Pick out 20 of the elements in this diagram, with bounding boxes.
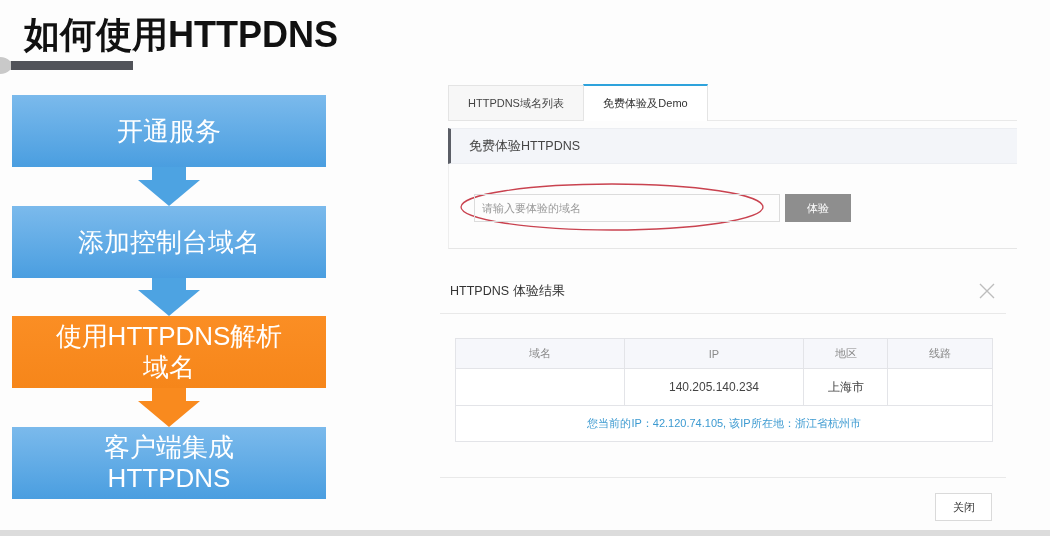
header-cell: 地区 (803, 338, 888, 369)
tab: HTTPDNS域名列表 (448, 85, 584, 121)
tab: 免费体验及Demo (583, 84, 708, 121)
header-cell: IP (624, 338, 804, 369)
input-field: 请输入要体验的域名 (474, 194, 780, 222)
process-box: 使用HTTPDNS解析域名 (12, 316, 326, 388)
process-box: 添加控制台域名 (12, 206, 326, 278)
arrow (138, 388, 200, 427)
section-header: 免费体验HTTPDNS (448, 128, 1017, 164)
dialog-title: HTTPDNS 体验结果 (450, 283, 566, 300)
process-box: 客户端集成HTTPDNS (12, 427, 326, 499)
header-cell: 域名 (455, 338, 625, 369)
title: 如何使用HTTPDNS (24, 13, 338, 57)
submit-button: 体验 (785, 194, 851, 222)
table-cell: 您当前的IP：42.120.74.105, 该IP所在地：浙江省杭州市 (455, 405, 993, 442)
header-cell: 线路 (887, 338, 993, 369)
arrow (138, 278, 200, 316)
process-box: 开通服务 (12, 95, 326, 167)
arrow (138, 167, 200, 206)
close-button: 关闭 (935, 493, 992, 521)
